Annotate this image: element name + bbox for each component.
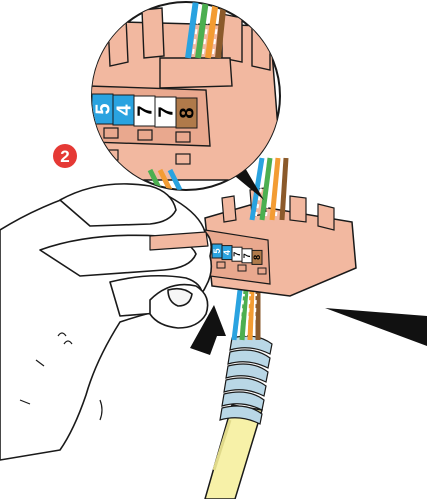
spiral-shield bbox=[220, 336, 272, 424]
pin-label-text: 5 bbox=[212, 248, 222, 253]
pin-label-text: 8 bbox=[252, 255, 262, 260]
pin-label-text: 7 bbox=[156, 106, 178, 117]
pointer-wedge-icon bbox=[325, 308, 427, 346]
pin-label-text: 8 bbox=[177, 107, 199, 118]
hand-illustration bbox=[0, 184, 211, 460]
pin-label-text: 4 bbox=[114, 104, 136, 116]
pin-label-text: 4 bbox=[222, 250, 232, 255]
pin-label-text: 5 bbox=[93, 103, 115, 114]
step-badge: 2 bbox=[53, 144, 77, 168]
twisted-wires-lower bbox=[234, 290, 258, 340]
pin-label-text: 7 bbox=[135, 105, 157, 116]
step-number: 2 bbox=[60, 147, 69, 166]
pin-label-text: 7 bbox=[232, 252, 242, 257]
pin-label-text: 7 bbox=[242, 253, 252, 258]
